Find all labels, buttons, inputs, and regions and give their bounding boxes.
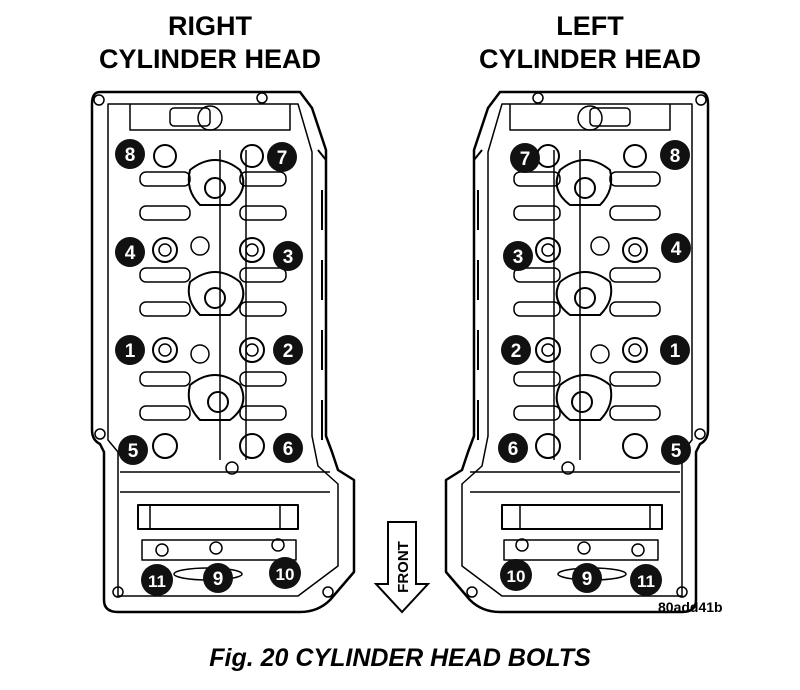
left-bolt-2-marker: 2 (501, 335, 531, 365)
left-bolt-5: 5 (671, 441, 682, 462)
right-bolt-5: 5 (128, 441, 139, 462)
right-bolt-4: 4 (125, 243, 136, 264)
left-bolt-9: 9 (582, 569, 593, 590)
left-bolt-3-marker: 3 (503, 241, 533, 271)
left-bolt-4: 4 (671, 239, 682, 260)
left-head-title-line2: CYLINDER HEAD (478, 44, 701, 74)
right-bolt-11: 11 (148, 572, 166, 591)
left-head-title-line1: LEFT (556, 11, 624, 41)
left-bolt-7-marker: 7 (510, 143, 540, 173)
right-bolt-11-marker: 11 (141, 564, 173, 596)
left-bolt-4-marker: 4 (661, 233, 691, 263)
left-bolt-5-marker: 5 (661, 435, 691, 465)
right-bolt-2: 2 (283, 341, 294, 362)
left-bolt-1: 1 (670, 341, 681, 362)
right-bolt-10: 10 (276, 565, 295, 584)
right-bolt-5-marker: 5 (118, 435, 148, 465)
right-head-bolts: 1 2 3 4 5 6 7 (115, 139, 303, 596)
right-head-title: RIGHT CYLINDER HEAD (60, 10, 360, 76)
left-bolt-10: 10 (507, 567, 526, 586)
left-bolt-11: 11 (637, 572, 655, 591)
left-bolt-7: 7 (520, 149, 531, 170)
right-bolt-1-marker: 1 (115, 335, 145, 365)
right-bolt-8: 8 (125, 145, 136, 166)
right-bolt-4-marker: 4 (115, 237, 145, 267)
left-bolt-9-marker: 9 (572, 563, 602, 593)
figure-caption: Fig. 20 CYLINDER HEAD BOLTS (209, 644, 591, 672)
left-bolt-6: 6 (508, 439, 519, 460)
right-bolt-6: 6 (283, 439, 294, 460)
right-bolt-8-marker: 8 (115, 139, 145, 169)
right-bolt-1: 1 (125, 341, 136, 362)
left-head-title: LEFT CYLINDER HEAD (440, 10, 740, 76)
right-bolt-2-marker: 2 (273, 335, 303, 365)
right-bolt-9-marker: 9 (203, 563, 233, 593)
front-arrow: FRONT (373, 521, 431, 614)
right-bolt-10-marker: 10 (269, 557, 301, 589)
left-bolt-6-marker: 6 (498, 433, 528, 463)
left-bolt-3: 3 (513, 247, 524, 268)
left-bolt-11-marker: 11 (630, 564, 662, 596)
right-cylinder-head (90, 90, 356, 614)
right-head-title-line2: CYLINDER HEAD (98, 44, 321, 74)
left-bolt-8-marker: 8 (660, 140, 690, 170)
right-head-title-line1: RIGHT (168, 11, 252, 41)
right-bolt-3: 3 (283, 247, 294, 268)
front-arrow-label: FRONT (395, 541, 412, 593)
left-bolt-10-marker: 10 (500, 559, 532, 591)
right-bolt-7-marker: 7 (267, 142, 297, 172)
right-bolt-7: 7 (277, 148, 288, 169)
right-bolt-3-marker: 3 (273, 241, 303, 271)
left-bolt-2: 2 (511, 341, 522, 362)
right-bolt-6-marker: 6 (273, 433, 303, 463)
figure-reference-code: 80add41b (658, 599, 723, 615)
right-bolt-9: 9 (213, 569, 224, 590)
left-bolt-8: 8 (670, 146, 681, 167)
left-bolt-1-marker: 1 (660, 335, 690, 365)
left-head-bolts: 1 2 3 4 5 6 7 (498, 140, 691, 596)
